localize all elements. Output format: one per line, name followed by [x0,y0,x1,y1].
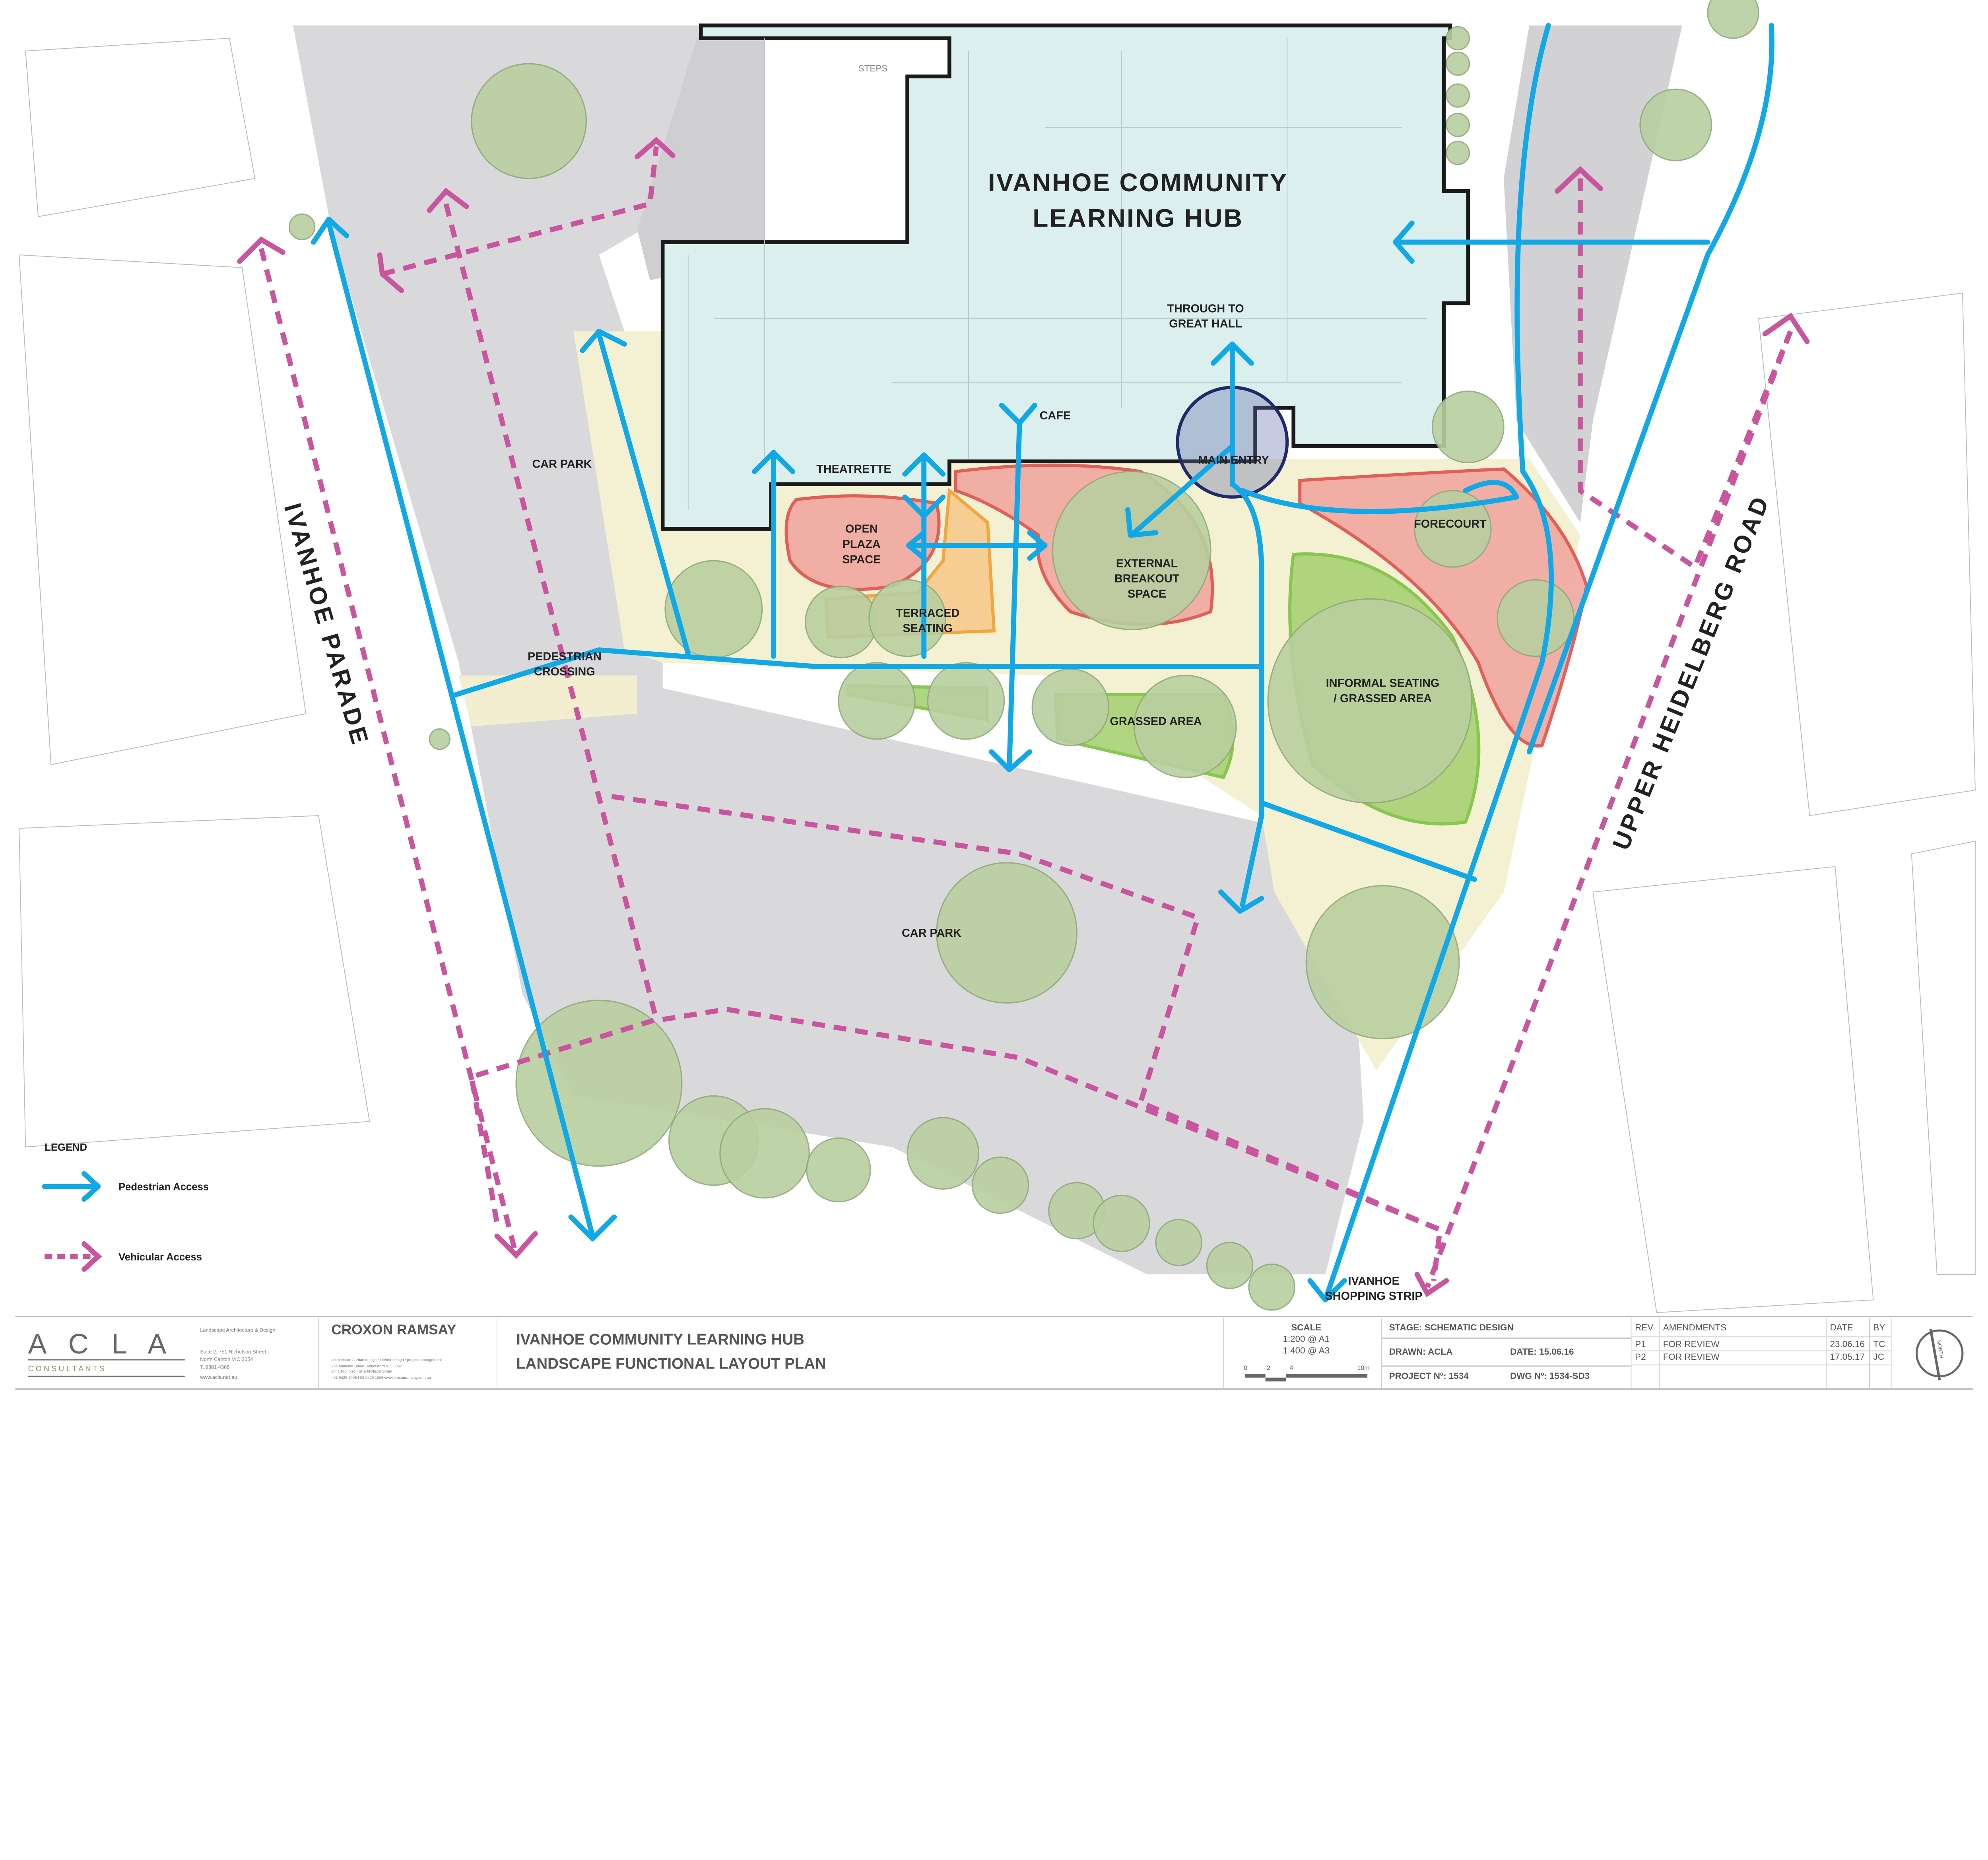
vehicular-access-routes [237,136,1810,1297]
pedestrian-arrow-icon [42,1171,101,1202]
open-plaza-label-1: OPEN [845,523,878,536]
trees [288,0,1759,1311]
date-header: DATE [1830,1322,1853,1332]
project-title: IVANHOE COMMUNITY LEARNING HUB [516,1331,804,1348]
legend-title: LEGEND [45,1142,87,1153]
date: DATE: 15.06.16 [1510,1347,1574,1357]
theatrette-label: THEATRETTE [816,463,891,476]
acla-tagline: Landscape Architecture & Design [200,1327,275,1333]
rev-date: 23.06.16 [1830,1339,1865,1349]
dwg-no: DWG Nº: 1534-SD3 [1510,1371,1590,1381]
forecourt-zone [1298,467,1588,748]
main-entry-label: MAIN ENTRY [1198,454,1269,467]
title-block: A C L A C O N S U L T A N T S Landscape … [15,1315,1973,1390]
drawing-title: LANDSCAPE FUNCTIONAL LAYOUT PLAN [516,1355,826,1372]
through-label-1: THROUGH TO [1167,302,1244,315]
rev: P1 [1635,1339,1646,1349]
revision-row: P2 FOR REVIEW 17.05.17 JC [1635,1352,1884,1362]
scale-1: 1:200 @ A1 [1283,1334,1330,1344]
scale-bar: 0 2 4 10m [1244,1365,1370,1382]
acla-address-2: North Carlton VIC 3054 [200,1356,253,1362]
amendment: FOR REVIEW [1663,1339,1720,1349]
drawn: DRAWN: ACLA [1389,1347,1453,1357]
scale-tick-10: 10m [1357,1365,1369,1372]
grassed-area-label: GRASSED AREA [1110,715,1202,728]
car-park-north-label: CAR PARK [532,458,592,470]
breakout-label-2: BREAKOUT [1114,573,1180,585]
croxon-address-2: cnr 1 Nicholson St & Mollison Street [331,1369,392,1374]
legend-pedestrian-label: Pedestrian Access [118,1182,209,1193]
croxon-contact: t 03 9429 1005 f 03 9429 1006 www.croxon… [331,1376,431,1380]
forecourt-label: FORECOURT [1414,518,1487,530]
steps-label: STEPS [858,63,888,73]
open-plaza-label-3: SPACE [842,553,881,566]
by-header: BY [1873,1322,1885,1332]
car-park-south-label: CAR PARK [902,927,961,940]
stage: STAGE: SCHEMATIC DESIGN [1389,1322,1514,1332]
building-title-line2: LEARNING HUB [1033,204,1243,233]
acla-address-1: Suite 2, 751 Nicholson Street [200,1349,266,1355]
breakout-label-3: SPACE [1128,588,1166,600]
croxon-desc: architecture / urban design / interior d… [331,1358,442,1362]
project-no: PROJECT Nº: 1534 [1389,1371,1469,1381]
acla-sub: C O N S U L T A N T S [28,1365,105,1373]
building-footprint: STEPS IVANHOE COMMUNITY LEARNING HUB [660,23,1470,531]
north-arrow-icon: NORTH [1915,1329,1964,1380]
acla-phone: T. 9381 4366 [200,1364,229,1370]
croxon-address-1: 234 Madison Street, Abbotsford VIC 3067 [331,1364,402,1369]
informal-label-1: INFORMAL SEATING [1326,677,1440,690]
cafe-label: CAFE [1040,409,1071,422]
amendments-header: AMENDMENTS [1663,1322,1726,1332]
revision-table: REV AMENDMENTS DATE BY P1 FOR REVIEW 23.… [1631,1318,1892,1388]
breakout-label-1: EXTERNAL [1116,557,1178,570]
scale-tick-4: 4 [1290,1365,1293,1372]
rev-by: TC [1873,1339,1885,1349]
acla-web: www.acla.net.au [200,1374,237,1380]
legend: LEGEND Pedestrian Access Vehicular Acces… [42,1142,209,1272]
terraced-label-1: TERRACED [896,607,959,619]
amendment: FOR REVIEW [1663,1352,1720,1362]
shopping-label-1: IVANHOE [1348,1275,1400,1287]
through-label-2: GREAT HALL [1169,318,1242,330]
pedestrian-access-routes [311,23,1774,1303]
scale-2: 1:400 @ A3 [1283,1345,1330,1355]
rev-header: REV [1635,1322,1653,1332]
crossing-label-1: PEDESTRIAN [528,650,602,663]
rev: P2 [1635,1352,1646,1362]
crossing-label-2: CROSSING [534,666,595,678]
terraced-label-2: SEATING [903,622,953,635]
rev-by: JC [1873,1352,1884,1362]
context-linework [19,38,1976,1313]
legend-vehicular-label: Vehicular Access [118,1252,202,1263]
building-title-line1: IVANHOE COMMUNITY [988,168,1288,197]
informal-label-2: / GRASSED AREA [1334,692,1432,705]
acla-logo: A C L A [28,1328,174,1359]
revision-row: P1 FOR REVIEW 23.06.16 TC [1635,1339,1885,1349]
open-plaza-label-2: PLAZA [843,538,881,551]
scale-tick-0: 0 [1244,1365,1247,1372]
croxon-logo: CROXON RAMSAY [331,1322,456,1338]
north-label: NORTH [1936,1340,1945,1359]
scale-label: SCALE [1291,1322,1321,1332]
scale-tick-2: 2 [1267,1365,1270,1372]
rev-date: 17.05.17 [1830,1352,1865,1362]
shopping-label-2: SHOPPING STRIP [1325,1290,1423,1303]
